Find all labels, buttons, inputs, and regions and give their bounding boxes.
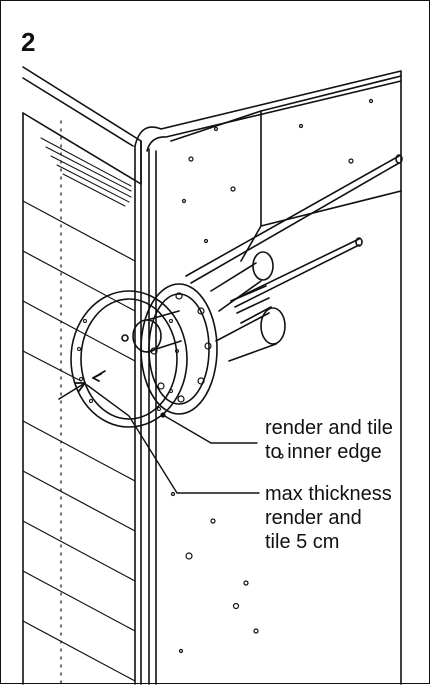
wall-top-surface — [22, 66, 142, 185]
sleeve-ring-holes — [77, 319, 179, 411]
wall-top-rim — [22, 77, 134, 147]
pipe-recess — [170, 110, 402, 227]
leader-render-tile — [162, 414, 258, 444]
fitting-upper — [210, 262, 257, 292]
thickness-arrow-left — [58, 382, 86, 400]
annotation-line: tile 5 cm — [265, 531, 340, 553]
step-number: 2 — [21, 27, 36, 57]
sleeve-ring-outer — [70, 290, 188, 428]
leader-max-thickness — [86, 384, 260, 494]
concrete-speckles — [170, 98, 374, 654]
annotation-line: render and tile — [265, 417, 393, 439]
tile-joints — [22, 120, 136, 685]
top-hatching — [40, 137, 132, 207]
max-thickness-annotation: max thickness render and tile 5 cm — [265, 482, 392, 554]
render-corner — [134, 70, 402, 685]
annotation-line: max thickness — [265, 483, 392, 505]
pipe-middle — [230, 238, 360, 302]
annotation-line: to inner edge — [265, 441, 382, 463]
fitting-lower — [215, 312, 270, 342]
render-tile-annotation: render and tile to inner edge — [265, 416, 393, 464]
annotation-line: render and — [265, 507, 362, 529]
pipe-upper — [185, 155, 400, 277]
mounting-flange — [140, 283, 218, 415]
